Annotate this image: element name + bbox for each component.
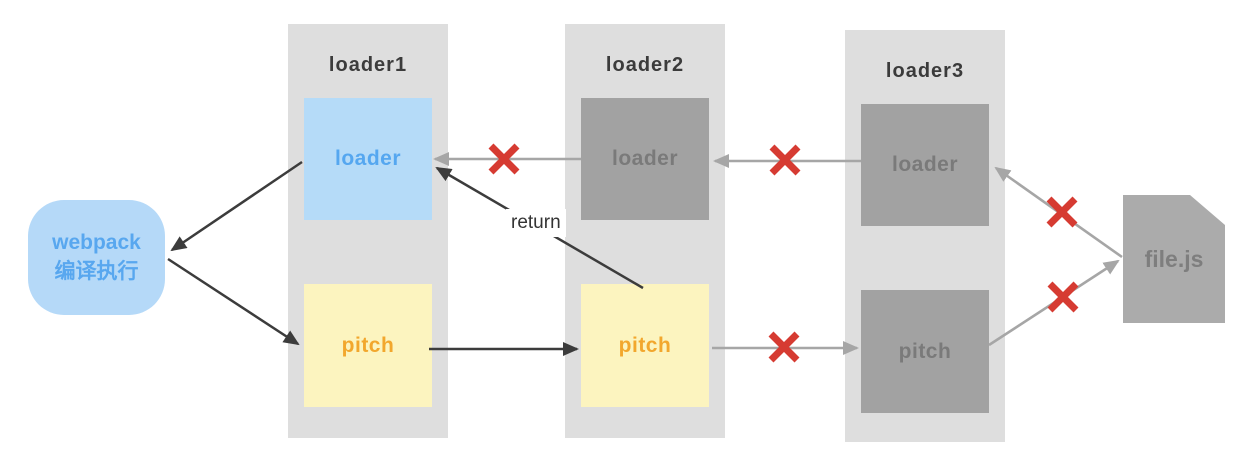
loader2-pitch-box: pitch [581, 284, 709, 407]
webpack-node-label-line2: 编译执行 [54, 259, 139, 283]
file-js-label: file.js [1144, 245, 1204, 272]
loader3-pitch-label: pitch [898, 339, 952, 363]
arrow-pitch3-to-file [988, 259, 1120, 347]
red-x-icon [1046, 196, 1078, 228]
loader1-column-title: loader1 [328, 54, 408, 76]
loader3-column: loader3 loader pitch [845, 30, 1005, 442]
loader2-pitch-label: pitch [618, 333, 672, 357]
loader1-loader-box: loader [304, 98, 432, 220]
red-x-icon [488, 143, 520, 175]
arrow-webpack-to-pitch1 [167, 257, 300, 346]
webpack-node-label-line1: webpack [52, 231, 141, 255]
loader3-pitch-box: pitch [861, 290, 989, 413]
loader3-loader-label: loader [891, 153, 959, 176]
arrow-loader1-to-webpack [170, 160, 303, 252]
loader1-pitch-label: pitch [341, 333, 395, 357]
return-label: return [506, 209, 566, 237]
webpack-node: webpack 编译执行 [28, 200, 165, 315]
red-x-icon [769, 144, 801, 176]
arrow-file-to-loader3 [994, 166, 1123, 259]
file-js-node: file.js [1123, 195, 1225, 323]
loader2-column-title: loader2 [605, 54, 685, 76]
loader3-loader-box: loader [861, 104, 989, 226]
loader3-column-title: loader3 [885, 60, 965, 82]
loader1-pitch-box: pitch [304, 284, 432, 407]
loader1-column: loader1 loader pitch [288, 24, 448, 438]
loader2-column: loader2 loader pitch [565, 24, 725, 438]
loader2-loader-label: loader [611, 147, 679, 170]
loader2-loader-box: loader [581, 98, 709, 220]
red-x-icon [768, 331, 800, 363]
red-x-icon [1047, 281, 1079, 313]
loader1-loader-label: loader [334, 147, 402, 170]
